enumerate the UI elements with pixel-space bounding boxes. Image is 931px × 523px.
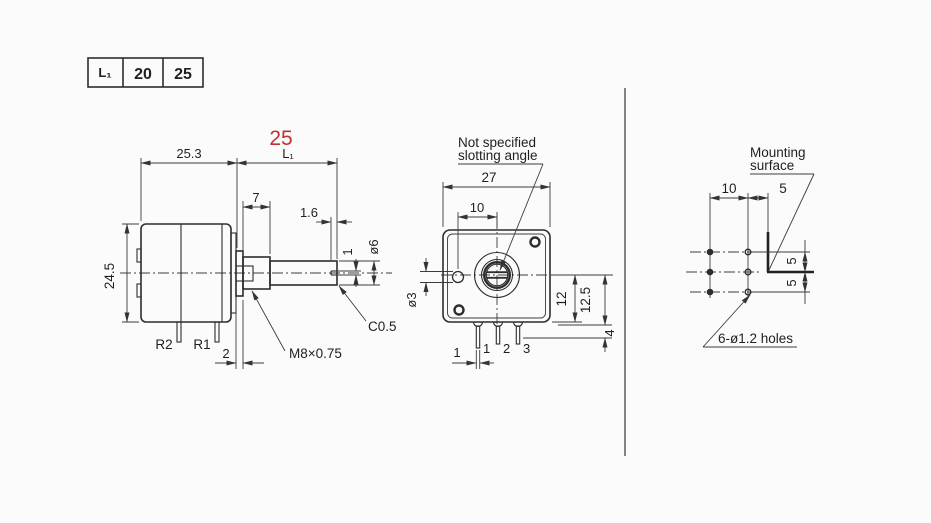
terminal-pin-3 bbox=[515, 325, 521, 345]
boss-circle bbox=[473, 251, 521, 299]
chamfer-leader bbox=[338, 285, 367, 322]
dim-body-width: 27 bbox=[481, 170, 496, 185]
dim-col-pitch: 10 bbox=[721, 181, 736, 196]
spec-table-header: L₁ bbox=[98, 65, 111, 80]
mounting-view: Mounting surface 10 5 5 5 6-ø1.2 holes bbox=[686, 145, 815, 348]
dim-row-pitch-upper: 5 bbox=[784, 257, 799, 264]
front-view-labels: Not specified slotting angle 27 10 ø3 12… bbox=[404, 135, 617, 360]
dim-center-to-pin-seat: 12.5 bbox=[578, 287, 593, 313]
thread-leader bbox=[251, 290, 286, 352]
shaft-ring bbox=[483, 261, 512, 290]
side-view: 25.3 25 L₁ 7 1.6 1 ø6 24.5 2 R2 R1 M8×0.… bbox=[102, 127, 397, 369]
dim-body-length: 25.3 bbox=[176, 146, 201, 161]
pin-label-r1: R1 bbox=[193, 337, 210, 352]
shaft bbox=[269, 260, 338, 286]
dim-bushing-length: 7 bbox=[252, 190, 259, 205]
dim-center-to-bottom: 12 bbox=[554, 291, 569, 306]
dim-pin-width: 1 bbox=[453, 345, 460, 360]
front-view: Not specified slotting angle 27 10 ø3 12… bbox=[404, 135, 617, 369]
shaft-length-value-red: 25 bbox=[269, 127, 292, 150]
corner-hole-bottom-left bbox=[453, 304, 465, 316]
holes-callout-leader bbox=[702, 294, 751, 348]
mounting-view-labels: Mounting surface 10 5 5 5 6-ø1.2 holes bbox=[718, 145, 806, 346]
slot-note-leader bbox=[499, 163, 544, 271]
side-view-outline bbox=[136, 223, 338, 343]
side-adjust-hole bbox=[451, 270, 465, 284]
front-body-inner bbox=[447, 233, 546, 319]
pin-r1 bbox=[214, 321, 220, 343]
side-view-labels: 25.3 25 L₁ 7 1.6 1 ø6 24.5 2 R2 R1 M8×0.… bbox=[102, 127, 397, 361]
dim-hole-offset: 10 bbox=[470, 200, 484, 215]
pin-r2 bbox=[176, 321, 182, 343]
front-view-dimensions bbox=[420, 163, 613, 369]
slot-note-line-2: slotting angle bbox=[458, 148, 538, 163]
mounting-surface-label-2: surface bbox=[750, 158, 794, 173]
body-tab-lower bbox=[136, 283, 142, 298]
front-view-outline bbox=[442, 229, 551, 349]
mounting-surface-label-1: Mounting bbox=[750, 145, 806, 160]
terminal-label-3: 3 bbox=[523, 341, 530, 356]
body-tab-upper bbox=[136, 248, 142, 263]
spec-table: L₁ 20 25 bbox=[87, 57, 204, 88]
dim-pin-step: 4 bbox=[602, 329, 617, 336]
slot-note-line-1: Not specified bbox=[458, 135, 536, 150]
dim-slot-width: 1 bbox=[340, 248, 355, 255]
front-body bbox=[442, 229, 551, 323]
terminal-pin-1 bbox=[475, 325, 481, 349]
dim-slot-depth: 1.6 bbox=[300, 205, 318, 220]
shaft-length-label: L₁ bbox=[282, 146, 294, 161]
dim-col-offset: 5 bbox=[779, 181, 787, 196]
mounting-surface-leader bbox=[768, 173, 815, 271]
spec-table-border bbox=[87, 57, 204, 88]
holes-callout: 6-ø1.2 holes bbox=[718, 331, 793, 346]
terminal-label-2: 2 bbox=[503, 341, 510, 356]
dim-hole-dia: ø3 bbox=[404, 292, 419, 307]
dim-body-height: 24.5 bbox=[102, 263, 117, 289]
thread-callout: M8×0.75 bbox=[289, 346, 342, 361]
chamfer-callout: C0.5 bbox=[368, 319, 397, 334]
dim-row-pitch-lower: 5 bbox=[784, 279, 799, 286]
mounting-holes bbox=[706, 248, 752, 296]
terminal-pin-2 bbox=[495, 325, 501, 345]
pin-label-r2: R2 bbox=[155, 337, 172, 352]
spec-table-value-20: 20 bbox=[134, 66, 152, 83]
dim-shaft-dia: ø6 bbox=[366, 239, 381, 254]
corner-hole-top-right bbox=[529, 236, 541, 248]
spec-table-value-25: 25 bbox=[174, 66, 192, 83]
side-view-dimensions bbox=[122, 158, 380, 369]
terminal-label-1: 1 bbox=[483, 341, 490, 356]
dim-flange-thickness: 2 bbox=[222, 346, 229, 361]
locating-lug bbox=[235, 265, 254, 282]
